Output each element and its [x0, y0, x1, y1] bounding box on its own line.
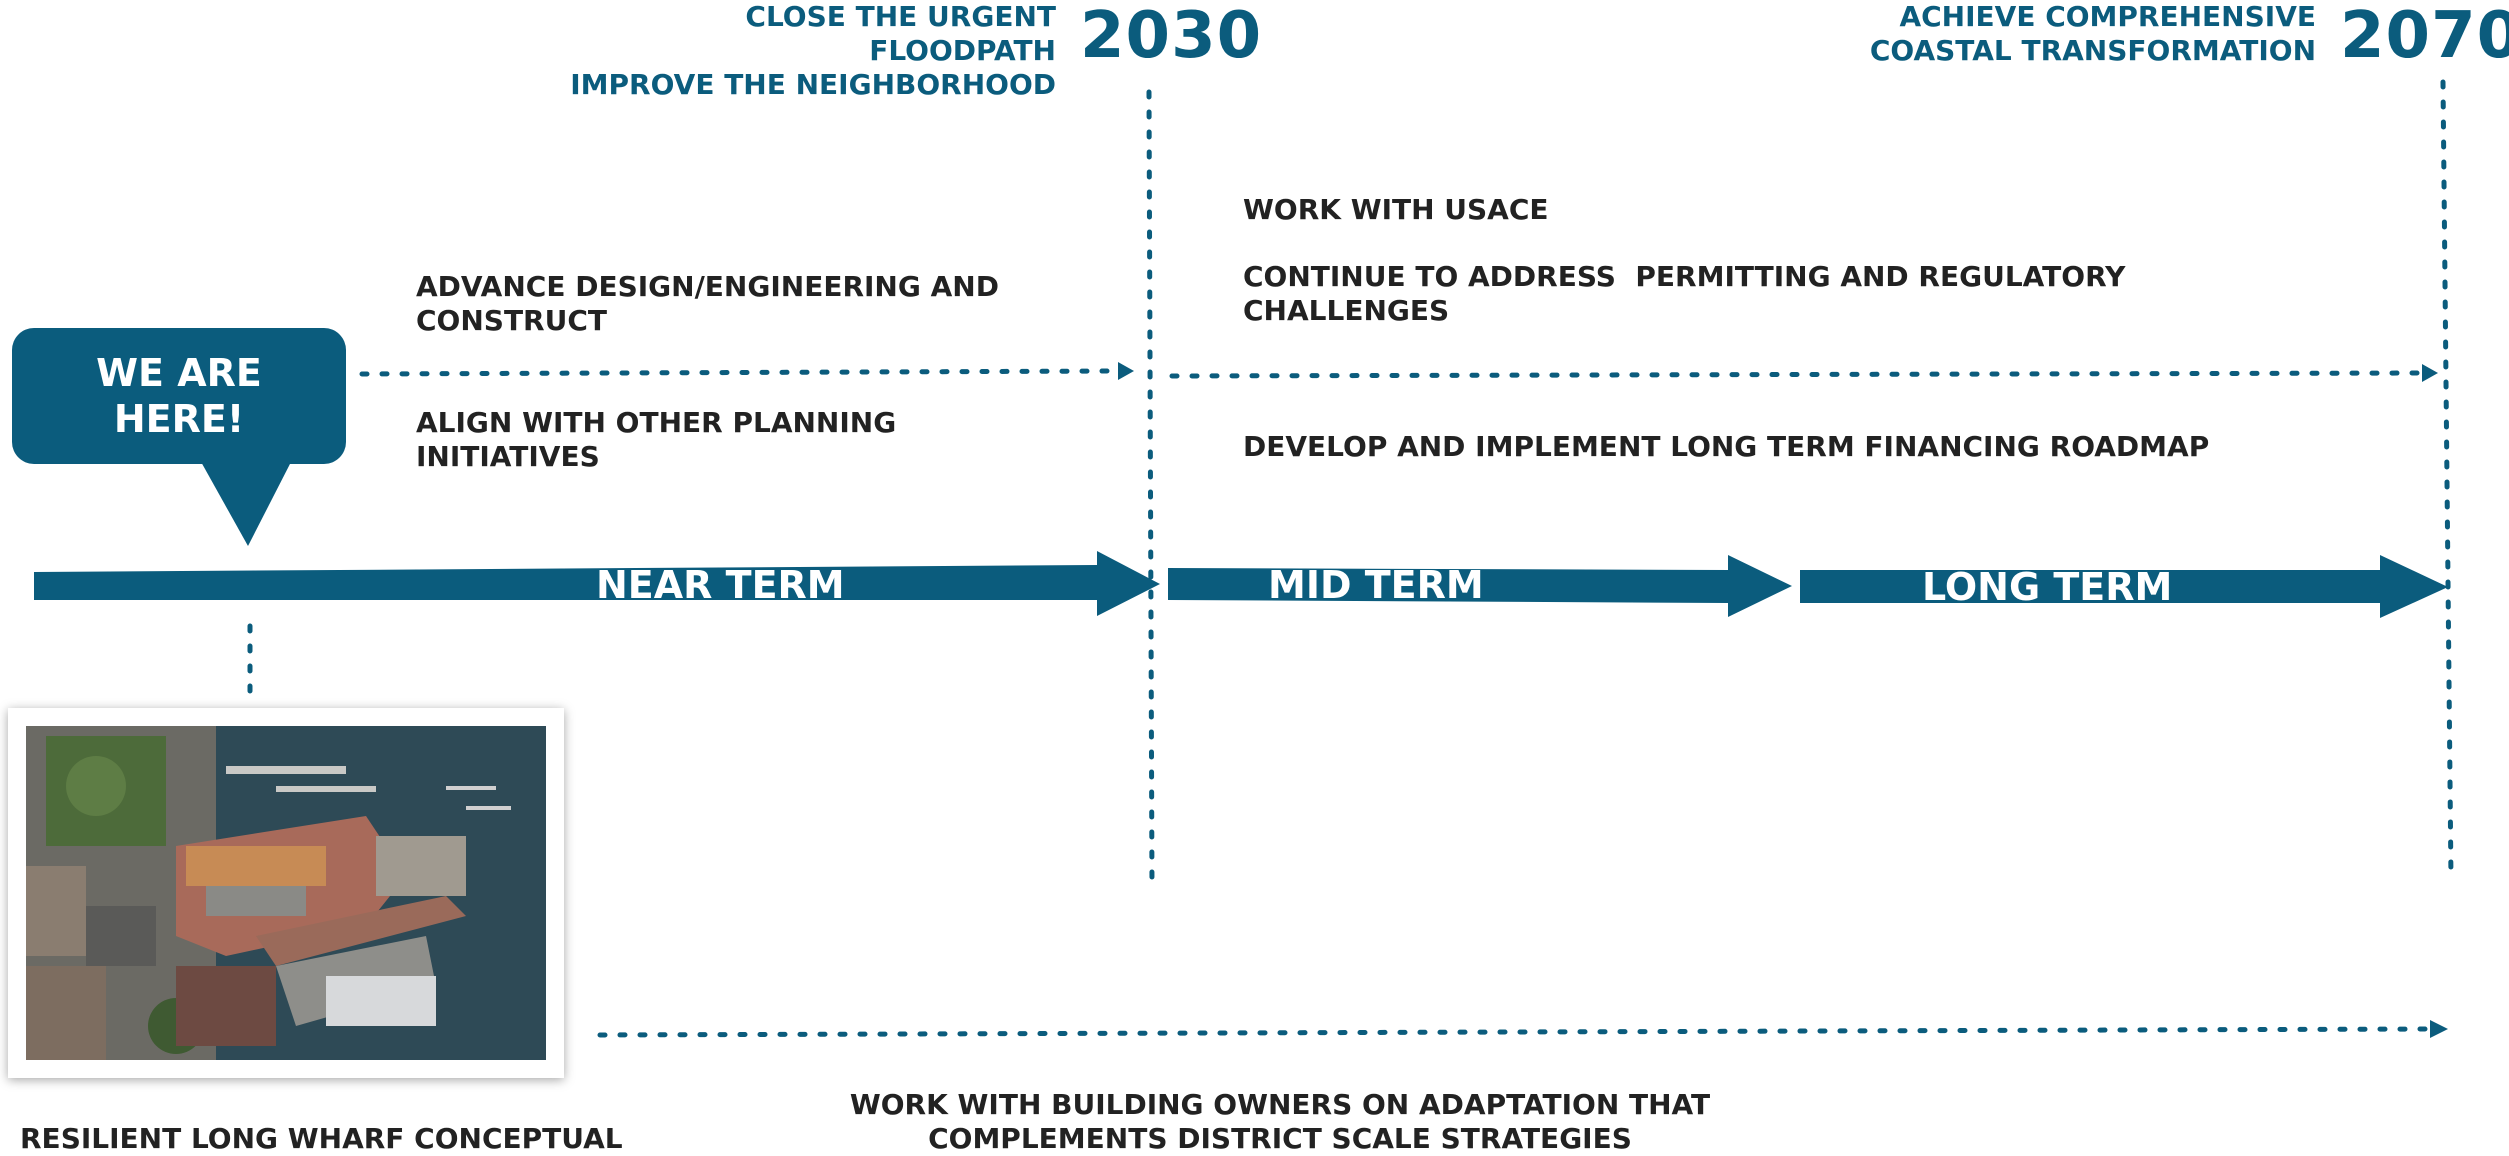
milestone-2070-year: 2070	[2340, 0, 2509, 73]
task-line: ADVANCE DESIGN/ENGINEERING AND	[416, 270, 999, 303]
task-advance-design: ADVANCE DESIGN/ENGINEERING AND CONSTRUCT	[416, 270, 1116, 338]
goal-line: COASTAL TRANSFORMATION	[1869, 34, 2316, 67]
task-building-owners: WORK WITH BUILDING OWNERS ON ADAPTATION …	[780, 1088, 1780, 1156]
goal-line: IMPROVE THE NEIGHBORHOOD	[570, 68, 1056, 101]
we-are-here-bubble: WE ARE HERE!	[12, 328, 346, 464]
task-line: CONTINUE TO ADDRESS PERMITTING AND REGUL…	[1243, 260, 2126, 293]
milestone-2030-line	[1146, 89, 1155, 893]
mid-term-arrow	[1168, 555, 1792, 617]
milestone-2030-goal: CLOSE THE URGENT FLOODPATH IMPROVE THE N…	[520, 0, 1056, 102]
goal-line: CLOSE THE URGENT	[745, 0, 1056, 33]
building-owners-dotted-arrow	[597, 1026, 2431, 1038]
building-owners-arrowhead	[2430, 1020, 2448, 1038]
milestone-2070-line	[2440, 79, 2454, 883]
long-term-arrow	[1800, 555, 2448, 618]
photo-caption: RESILIENT LONG WHARF CONCEPTUAL	[20, 1122, 623, 1155]
goal-line: ACHIEVE COMPREHENSIVE	[1899, 0, 2316, 33]
task-line: ALIGN WITH OTHER PLANNING	[416, 406, 897, 439]
aerial-image	[26, 726, 546, 1060]
phase-long-term-label: LONG TERM	[1922, 565, 2173, 609]
phase-near-term-label: NEAR TERM	[596, 563, 845, 607]
bubble-line: WE ARE	[96, 351, 262, 395]
task-align-planning: ALIGN WITH OTHER PLANNING INITIATIVES	[416, 406, 1116, 474]
task-line: INITIATIVES	[416, 440, 600, 473]
mid-long-dotted-arrow	[1169, 370, 2423, 379]
goal-line: FLOODPATH	[869, 34, 1056, 67]
task-line: WORK WITH BUILDING OWNERS ON ADAPTATION …	[849, 1088, 1711, 1121]
task-work-with-usace: WORK WITH USACE	[1243, 193, 1549, 226]
phase-mid-term-label: MID TERM	[1268, 563, 1484, 607]
task-permitting: CONTINUE TO ADDRESS PERMITTING AND REGUL…	[1243, 260, 2393, 328]
milestone-2030-year: 2030	[1080, 0, 1263, 73]
task-financing-roadmap: DEVELOP AND IMPLEMENT LONG TERM FINANCIN…	[1243, 430, 2210, 463]
milestone-2070-goal: ACHIEVE COMPREHENSIVE COASTAL TRANSFORMA…	[1760, 0, 2316, 68]
bubble-tail	[200, 460, 292, 546]
task-line: COMPLEMENTS DISTRICT SCALE STRATEGIES	[928, 1122, 1632, 1155]
long-wharf-aerial-photo	[8, 708, 564, 1078]
near-term-arrowhead	[1118, 362, 1134, 380]
near-term-arrow	[34, 551, 1160, 616]
bubble-line: HERE!	[113, 397, 245, 441]
mid-long-arrowhead	[2422, 364, 2438, 382]
near-term-dotted-arrow	[359, 368, 1118, 377]
task-line: CHALLENGES	[1243, 294, 1450, 327]
task-line: CONSTRUCT	[416, 304, 607, 337]
